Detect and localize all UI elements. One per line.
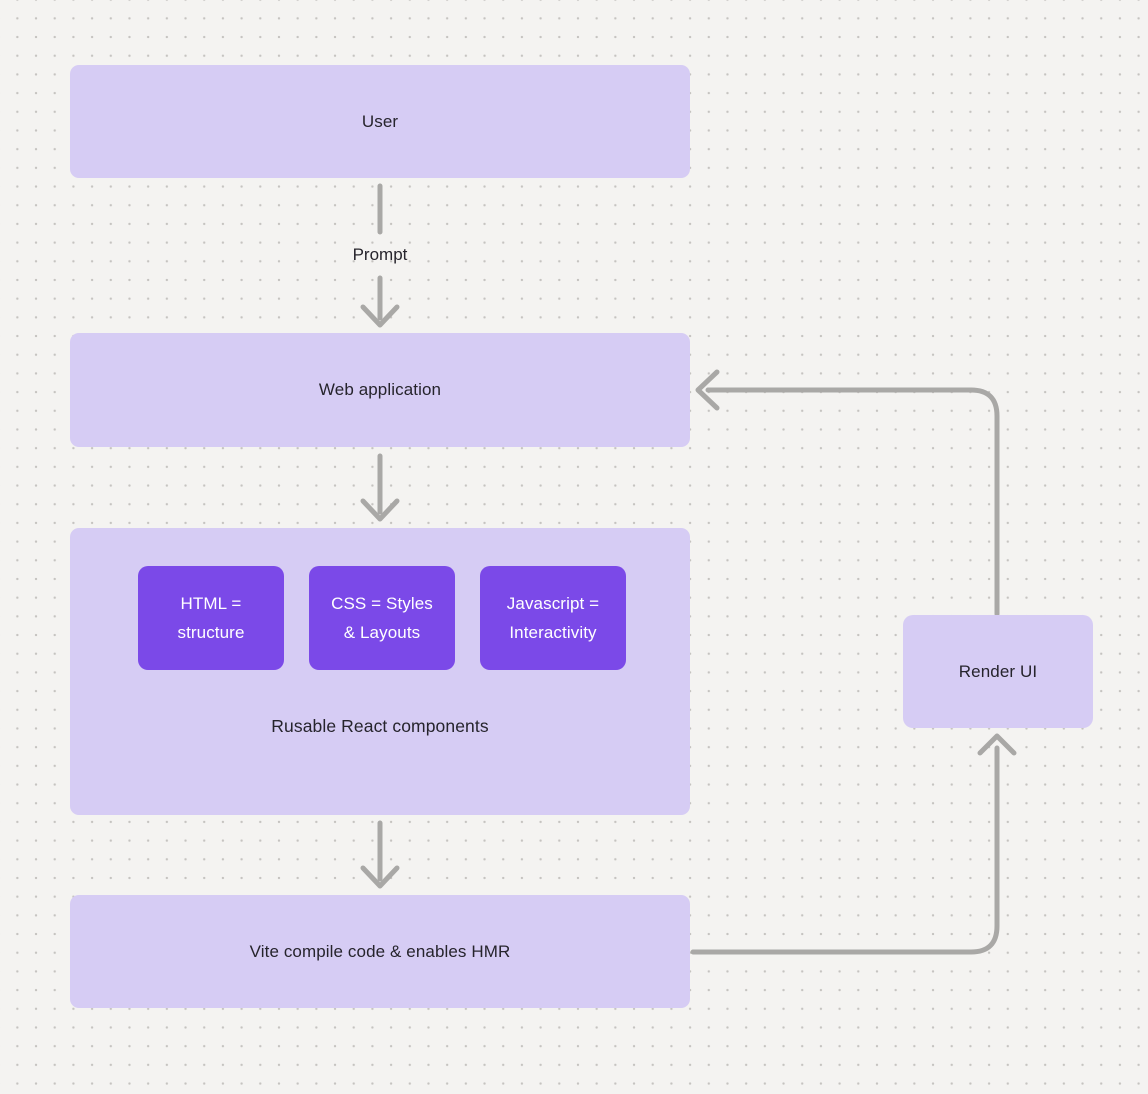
chip-javascript-label: Javascript = Interactivity [506,594,600,642]
node-vite[interactable]: Vite compile code & enables HMR [70,895,690,1008]
node-react-components[interactable]: HTML = structure CSS = Styles & Layouts … [70,528,690,815]
node-render-ui-label: Render UI [958,661,1038,681]
arrow-webapp-to-components [360,453,400,522]
node-render-ui[interactable]: Render UI [903,615,1093,728]
chip-css[interactable]: CSS = Styles & Layouts [309,566,455,670]
node-web-application[interactable]: Web application [70,333,690,447]
node-web-application-label: Web application [318,380,442,399]
arrow-vite-to-renderui [690,733,1017,955]
chip-css-label: CSS = Styles & Layouts [331,594,433,642]
node-vite-label: Vite compile code & enables HMR [249,941,511,961]
node-user[interactable]: User [70,65,690,178]
arrow-components-to-vite [360,820,400,889]
chip-html-label: HTML = structure [177,594,245,642]
node-user-label: User [361,111,399,131]
edge-label-prompt: Prompt [352,245,408,264]
node-react-components-label: Rusable React components [271,716,489,736]
chip-html[interactable]: HTML = structure [138,566,284,670]
chip-javascript[interactable]: Javascript = Interactivity [480,566,626,670]
arrow-renderui-to-webapp [695,369,1000,617]
